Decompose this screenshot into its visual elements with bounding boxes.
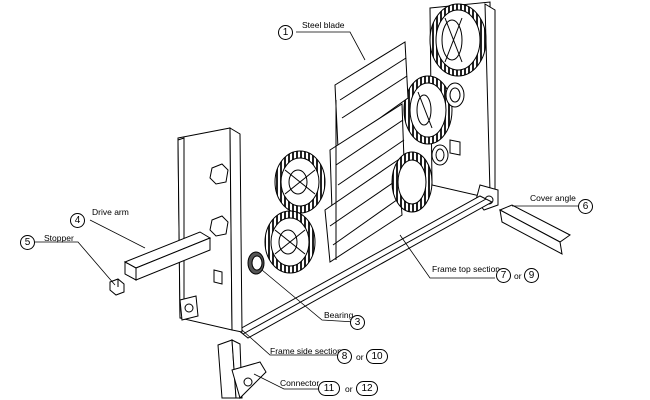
left-gear-top bbox=[274, 150, 326, 214]
label-frame-side-section: Frame side section bbox=[270, 346, 342, 356]
callout-4: 4 bbox=[70, 213, 85, 228]
right-gear-middle bbox=[403, 75, 453, 145]
left-gear-bottom bbox=[264, 210, 316, 274]
callout-3: 3 bbox=[350, 315, 365, 330]
callout-11: 11 bbox=[318, 381, 340, 396]
label-or-7-9: or bbox=[514, 271, 522, 281]
drive-arm bbox=[123, 231, 212, 281]
label-cover-angle: Cover angle bbox=[530, 193, 576, 203]
connector-piece bbox=[231, 361, 267, 399]
bearing bbox=[247, 251, 265, 275]
label-or-11-12: or bbox=[345, 384, 353, 394]
label-frame-top-section: Frame top section bbox=[432, 264, 501, 274]
cover-angle bbox=[498, 204, 571, 255]
steel-blades bbox=[324, 41, 409, 263]
right-bearing-rings bbox=[431, 82, 465, 166]
label-connector: Connector bbox=[280, 378, 320, 388]
label-or-8-10: or bbox=[356, 352, 364, 362]
label-drive-arm: Drive arm bbox=[92, 207, 129, 217]
leader-lines bbox=[35, 31, 578, 390]
callout-10: 10 bbox=[366, 349, 388, 364]
label-stopper: Stopper bbox=[44, 233, 74, 243]
left-frame-plate bbox=[177, 127, 243, 333]
callout-12: 12 bbox=[356, 381, 378, 396]
right-gear-top bbox=[429, 3, 487, 77]
label-bearing: Bearing bbox=[324, 310, 354, 320]
callout-6: 6 bbox=[578, 199, 593, 214]
callout-8: 8 bbox=[337, 349, 352, 364]
callout-1: 1 bbox=[278, 25, 293, 40]
callout-9: 9 bbox=[524, 268, 539, 283]
rear-gear bbox=[391, 151, 433, 213]
callout-5: 5 bbox=[20, 235, 35, 250]
callout-7: 7 bbox=[496, 268, 511, 283]
label-steel-blade: Steel blade bbox=[302, 20, 345, 30]
